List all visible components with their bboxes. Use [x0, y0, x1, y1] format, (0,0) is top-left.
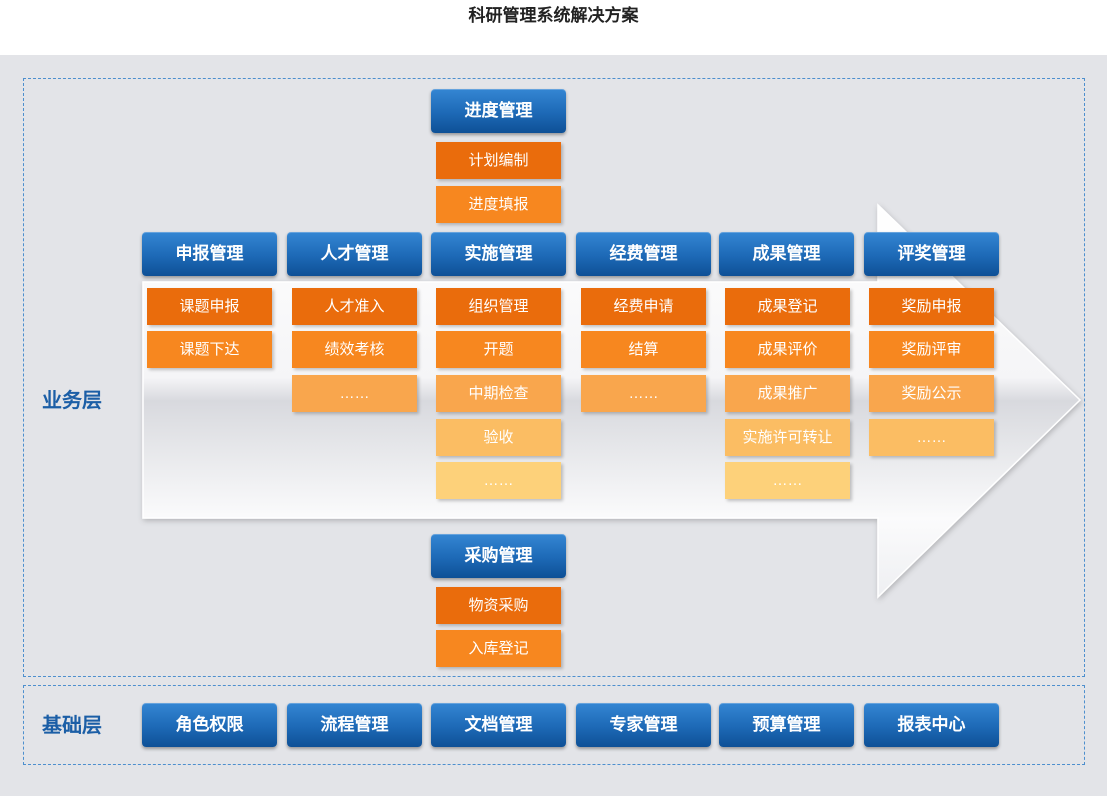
item-license-transfer: 实施许可转让	[725, 419, 850, 456]
item-award-application: 奖励申报	[869, 288, 994, 325]
module-header-progress: 进度管理	[431, 89, 566, 133]
module-header-achievements: 成果管理	[719, 232, 854, 276]
item-talent-admission: 人才准入	[292, 288, 417, 325]
item-awards-more: ……	[869, 419, 994, 456]
item-organization-management: 组织管理	[436, 288, 561, 325]
page-title: 科研管理系统解决方案	[468, 6, 639, 25]
base-module-budget: 预算管理	[719, 703, 854, 747]
item-warehouse-registration: 入库登记	[436, 630, 561, 667]
base-module-workflow: 流程管理	[287, 703, 422, 747]
base-module-reports: 报表中心	[864, 703, 999, 747]
business-layer-label: 业务层	[42, 390, 102, 412]
item-achievement-registration: 成果登记	[725, 288, 850, 325]
item-material-procurement: 物资采购	[436, 587, 561, 624]
item-performance-review: 绩效考核	[292, 331, 417, 368]
item-topic-application: 课题申报	[147, 288, 272, 325]
item-award-publicity: 奖励公示	[869, 375, 994, 412]
module-header-procurement: 采购管理	[431, 534, 566, 578]
module-header-talent: 人才管理	[287, 232, 422, 276]
business-layer-frame	[23, 78, 1085, 677]
item-achievement-evaluation: 成果评价	[725, 331, 850, 368]
item-award-review: 奖励评审	[869, 331, 994, 368]
item-midterm-check: 中期检查	[436, 375, 561, 412]
item-implementation-more: ……	[436, 462, 561, 499]
base-module-documents: 文档管理	[431, 703, 566, 747]
module-header-declaration: 申报管理	[142, 232, 277, 276]
item-project-kickoff: 开题	[436, 331, 561, 368]
base-layer-frame	[23, 685, 1085, 765]
item-plan-compilation: 计划编制	[436, 142, 561, 179]
base-module-experts: 专家管理	[576, 703, 711, 747]
item-funding-application: 经费申请	[581, 288, 706, 325]
item-achievements-more: ……	[725, 462, 850, 499]
item-acceptance: 验收	[436, 419, 561, 456]
base-layer-label: 基础层	[42, 715, 102, 737]
item-topic-assignment: 课题下达	[147, 331, 272, 368]
item-talent-more: ……	[292, 375, 417, 412]
module-header-awards: 评奖管理	[864, 232, 999, 276]
base-module-role-permissions: 角色权限	[142, 703, 277, 747]
item-progress-reporting: 进度填报	[436, 186, 561, 223]
item-settlement: 结算	[581, 331, 706, 368]
module-header-funding: 经费管理	[576, 232, 711, 276]
item-achievement-promotion: 成果推广	[725, 375, 850, 412]
module-header-implementation: 实施管理	[431, 232, 566, 276]
item-funding-more: ……	[581, 375, 706, 412]
